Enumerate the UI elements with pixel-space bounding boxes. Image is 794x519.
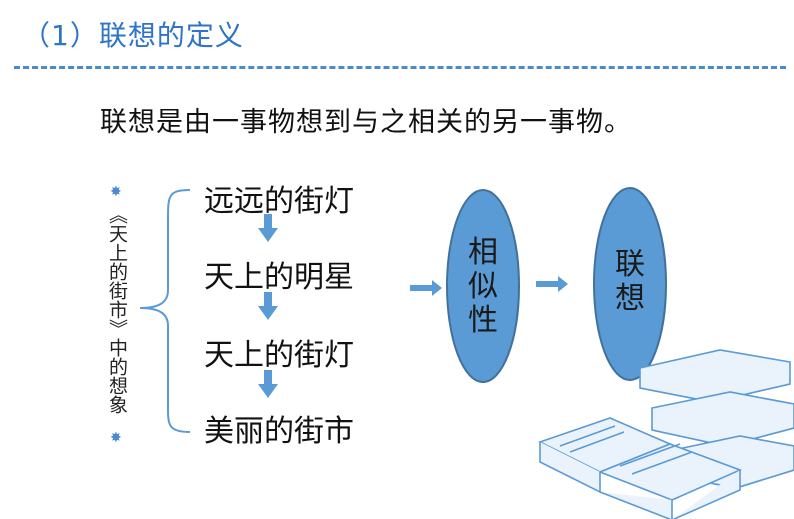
curly-brace [139, 189, 191, 433]
oval-similarity-label: 相似性 [468, 235, 498, 338]
right-arrow-icon [410, 280, 442, 296]
down-arrow-icon [258, 292, 278, 320]
chain-item-2: 天上的明星 [204, 260, 354, 295]
down-arrow-icon [258, 214, 278, 242]
slide-title: （1）联想的定义 [22, 19, 244, 52]
books-illustration [537, 349, 794, 519]
chain-item-3: 天上的街灯 [204, 338, 354, 373]
oval-similarity [446, 189, 520, 383]
star-icon: ✸ [110, 184, 122, 200]
oval-association [593, 187, 667, 381]
right-arrow-icon [536, 276, 568, 292]
vertical-side-title: 《天上的街市》中的想象 [106, 205, 128, 414]
down-arrow-icon [258, 370, 278, 398]
definition-text: 联想是由一事物想到与之相关的另一事物。 [100, 107, 632, 138]
chain-item-1: 远远的街灯 [204, 184, 354, 219]
star-icon: ✸ [110, 430, 122, 446]
dashed-divider [14, 66, 786, 69]
oval-association-label: 联想 [615, 247, 645, 316]
chain-item-4: 美丽的街市 [204, 414, 354, 449]
